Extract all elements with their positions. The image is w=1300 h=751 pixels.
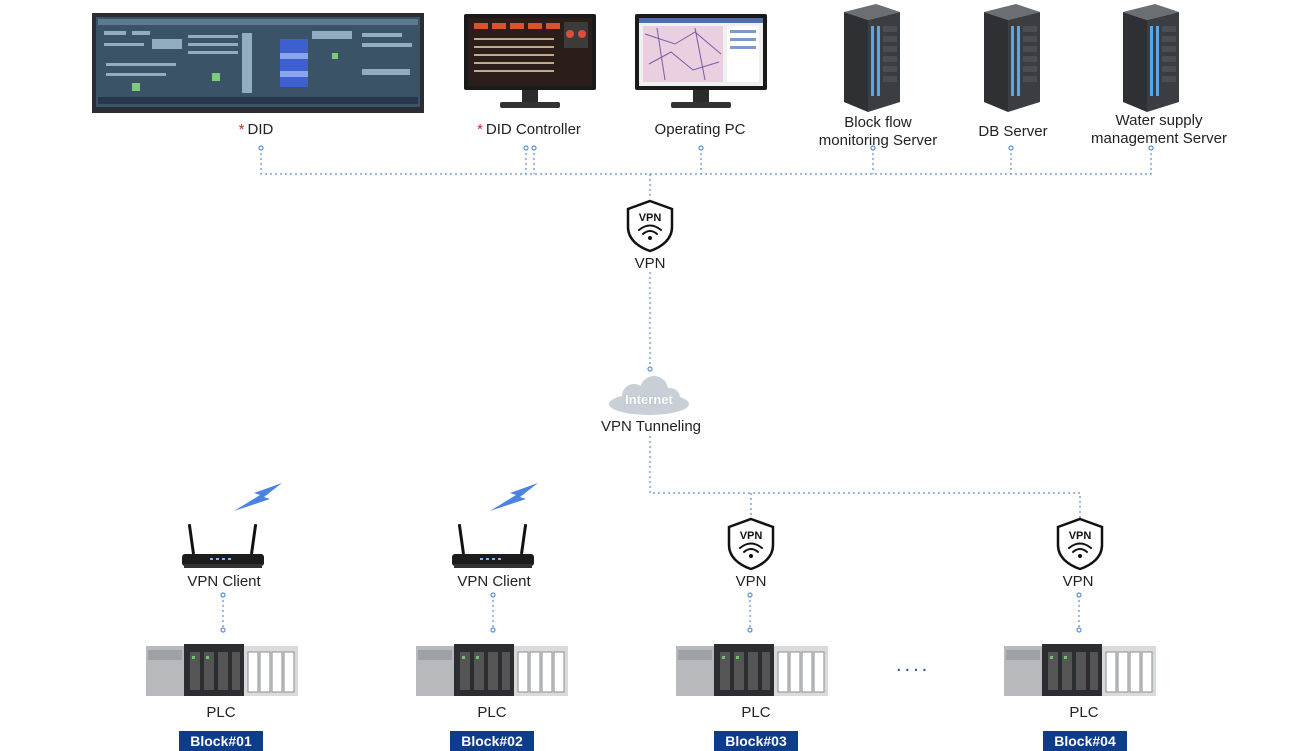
plc-icon — [1004, 644, 1156, 696]
db-server-label: DB Server — [978, 123, 1048, 140]
block01-badge: Block#01 — [179, 731, 263, 751]
link-internet-branch — [649, 436, 1081, 518]
top-bus-line — [260, 148, 1152, 175]
block02-badge: Block#02 — [450, 731, 534, 751]
block02-plc-label: PLC — [477, 704, 507, 721]
more-blocks-ellipsis: .... — [896, 654, 931, 676]
server-rack-icon — [984, 4, 1040, 112]
cloud-icon — [609, 376, 689, 415]
server-rack-icon — [1123, 4, 1179, 112]
router-icon — [452, 524, 534, 568]
vpn-shield-icon: VPN — [727, 517, 775, 571]
wide-display-icon — [92, 13, 424, 113]
required-mark: * — [238, 121, 245, 138]
internet-cloud-text: Internet — [625, 392, 673, 407]
block04-plc-label: PLC — [1069, 704, 1099, 721]
block02-device-label: VPN Client — [457, 573, 531, 590]
center-vpn-label: VPN — [634, 255, 666, 272]
router-icon — [182, 524, 264, 568]
monitor-icon — [635, 14, 767, 108]
block01-device-label: VPN Client — [187, 573, 261, 590]
did-controller-label: *DID Controller — [477, 121, 581, 138]
block03-badge: Block#03 — [714, 731, 798, 751]
vpn-shield-icon: VPN — [1056, 517, 1104, 571]
plc-icon — [146, 644, 298, 696]
block03-device-label: VPN — [735, 573, 767, 590]
block04-device-label: VPN — [1062, 573, 1094, 590]
required-mark: * — [477, 121, 483, 138]
did-label: *DID — [238, 121, 274, 138]
vpn-shield-text: VPN — [1069, 530, 1092, 542]
vpn-tunneling-label: VPN Tunneling — [600, 418, 702, 435]
plc-icon — [416, 644, 568, 696]
block04-badge: Block#04 — [1043, 731, 1127, 751]
monitor-icon — [464, 14, 596, 108]
vpn-shield-text: VPN — [639, 212, 662, 224]
operating-pc-label: Operating PC — [654, 121, 746, 138]
wireless-signal-icon — [234, 483, 282, 511]
vpn-shield-icon: VPN — [626, 199, 674, 253]
block03-plc-label: PLC — [741, 704, 771, 721]
vpn-shield-text: VPN — [740, 530, 763, 542]
wireless-signal-icon — [490, 483, 538, 511]
server-rack-icon — [844, 4, 900, 112]
plc-icon — [676, 644, 828, 696]
block01-plc-label: PLC — [206, 704, 236, 721]
